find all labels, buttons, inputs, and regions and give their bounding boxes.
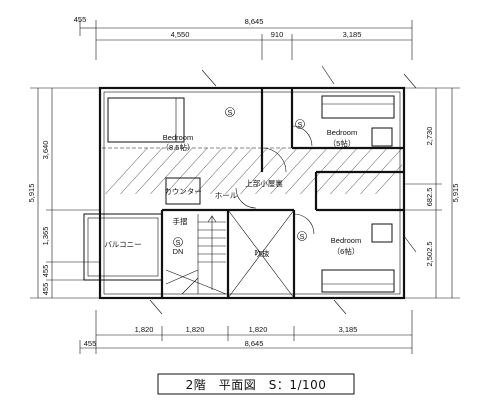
loft-opening-label: 上部小屋裏 [245,178,283,188]
top-segment-1-label: 4,550 [171,30,190,39]
staircase [165,214,227,295]
storage-label: カウンター [164,187,202,196]
bottom-segment-3-label: 1,820 [249,325,268,334]
main-bed [107,97,185,143]
smoke-detector-icon-4: S [175,238,180,247]
main-bedroom-label: Bedroom [163,133,193,142]
door-swings [235,125,315,235]
smoke-detectors: S S S S [173,107,307,247]
ne-bedroom-size: （5帖） [329,138,356,148]
top-total-label: 8,645 [245,17,264,26]
left-total-label: 5,915 [27,184,36,203]
stair-down-label: DN [173,247,184,256]
smoke-detector-icon-1: S [227,108,232,117]
window-markers [149,65,417,315]
se-desk [371,223,393,243]
left-segment-2-label: 1,365 [41,227,50,246]
left-dimension-lines: 5,915 3,640 1,365 455 455 [27,87,100,299]
bottom-segment-2-label: 1,820 [186,325,205,334]
ne-desk [371,127,393,147]
smoke-detector-icon-3: S [299,232,304,241]
top-segment-2-label: 910 [271,30,284,39]
drawing-title: 2階 平面図 S：1/100 [186,377,327,392]
right-dimension-lines: 2,730 682.5 2,502.5 5,915 [404,87,460,299]
right-segment-2-label: 682.5 [425,188,434,207]
left-segment-3-label: 455 [41,265,50,278]
bottom-segment-1-label: 1,820 [135,325,154,334]
se-bedroom-size: （6帖） [333,246,360,256]
se-bed [321,269,395,293]
hall-label: ホール [215,191,238,200]
void-cross [227,209,295,299]
left-segment-1-label: 3,640 [41,141,50,160]
top-segment-3-label: 3,185 [343,30,362,39]
room-labels: Bedroom （8.5帖） Bedroom （5帖） Bedroom （6帖）… [104,128,361,258]
furniture-beds [107,95,395,293]
main-bedroom-size: （8.5帖） [162,142,195,152]
top-left-offset-label: 455 [74,15,87,24]
right-total-label: 5,915 [451,184,460,203]
ne-bed [321,95,395,119]
handrail-label: 手摺 [173,216,188,226]
bottom-left-offset-label: 455 [84,339,97,348]
outer-walls [98,86,406,300]
top-dimension-lines: 455 8,645 4,550 910 3,185 [74,15,413,60]
smoke-detector-icon-2: S [297,120,302,129]
left-segment-4-label: 455 [41,283,50,296]
bottom-segment-4-label: 3,185 [339,325,358,334]
right-segment-1-label: 2,730 [425,127,434,146]
right-segment-3-label: 2,502.5 [425,241,434,266]
ne-bedroom-label: Bedroom [327,128,357,137]
bottom-total-label: 8,645 [245,339,264,348]
void-label: 吹抜 [255,248,270,258]
bottom-dimension-lines: 1,820 1,820 1,820 3,185 455 8,645 [79,310,413,354]
balcony [83,213,163,281]
title-block: 2階 平面図 S：1/100 [157,373,355,395]
se-bedroom-label: Bedroom [331,236,361,245]
balcony-label: バルコニー [104,240,141,249]
